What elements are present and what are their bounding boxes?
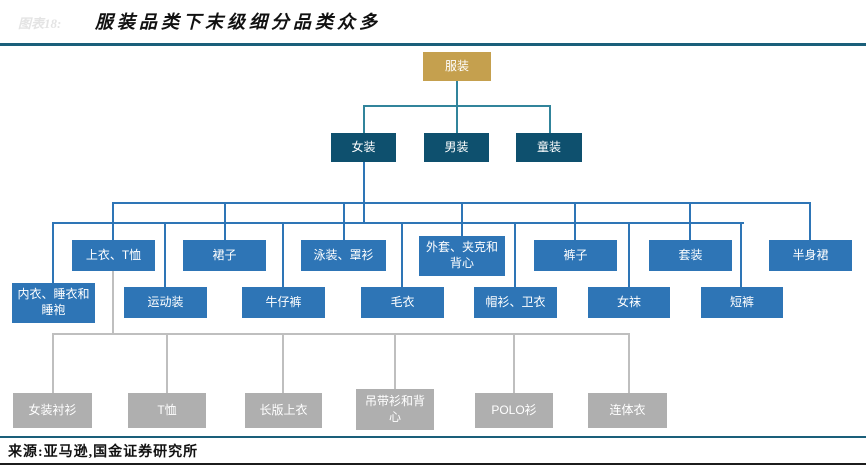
connector-drop-womens: [363, 105, 365, 133]
connector-drop-womens-shirts: [52, 333, 54, 393]
node-womens-socks: 女袜: [588, 287, 670, 318]
chart-title: 服装品类下末级细分品类众多: [95, 12, 381, 32]
node-jumpsuits: 连体衣: [588, 393, 667, 428]
node-clothing-root: 服装: [423, 52, 491, 81]
node-camisoles-tanks: 吊带衫和背心: [356, 389, 434, 430]
footer-divider: [0, 436, 866, 438]
node-hoodies-sweatshirts: 帽衫、卫衣: [474, 287, 557, 318]
connector-tops-stem: [112, 271, 114, 333]
connector-drop-coats: [461, 202, 463, 236]
connector-drop-sweaters: [401, 222, 403, 287]
connector-drop-mens: [456, 105, 458, 133]
node-womens-shirts: 女装衬衫: [13, 393, 92, 428]
node-jeans: 牛仔裤: [242, 287, 325, 318]
connector-drop-polo: [513, 333, 515, 393]
node-sportswear: 运动装: [124, 287, 207, 318]
node-suits: 套装: [649, 240, 732, 271]
connector-drop-tops: [112, 202, 114, 240]
node-skirts: 裙子: [183, 240, 266, 271]
connector-drop-sportswear: [164, 222, 166, 287]
node-pants: 裤子: [534, 240, 617, 271]
node-swimwear-coverups: 泳装、罩衫: [301, 240, 386, 271]
connector-drop-camisoles: [394, 333, 396, 389]
figure-number-label: 图表18:: [18, 16, 62, 31]
source-note: 来源:亚马逊,国金证券研究所: [8, 445, 199, 460]
node-tops-tshirts: 上衣、T恤: [72, 240, 155, 271]
connector-drop-pants: [574, 202, 576, 240]
top-divider: [0, 43, 866, 46]
connector-level4-bus: [52, 333, 630, 335]
connector-drop-jeans: [282, 222, 284, 287]
connector-drop-tshirt: [166, 333, 168, 393]
node-underwear-sleepwear: 内衣、睡衣和睡袍: [12, 283, 95, 323]
node-kids: 童装: [516, 133, 582, 162]
node-mens: 男装: [424, 133, 489, 162]
connector-womens-stem: [363, 162, 365, 224]
bottom-divider: [0, 463, 866, 465]
node-long-tops: 长版上衣: [245, 393, 322, 428]
connector-drop-skirts: [224, 202, 226, 240]
connector-drop-jumpsuits: [628, 333, 630, 393]
node-womens: 女装: [331, 133, 396, 162]
connector-drop-suits: [689, 202, 691, 240]
connector-drop-hoodies: [514, 222, 516, 287]
connector-drop-kids: [549, 105, 551, 133]
connector-root-stem: [456, 81, 458, 105]
connector-drop-halfskirt: [809, 202, 811, 240]
node-half-skirt: 半身裙: [769, 240, 852, 271]
connector-row2-bus: [52, 222, 744, 224]
node-coats-jackets-vests: 外套、夹克和背心: [419, 236, 505, 276]
node-polo-shirts: POLO衫: [475, 393, 553, 428]
node-sweaters: 毛衣: [361, 287, 444, 318]
connector-drop-underwear: [52, 222, 54, 283]
node-shorts: 短裤: [701, 287, 783, 318]
node-tshirt: T恤: [128, 393, 206, 428]
connector-drop-swimwear: [343, 202, 345, 240]
connector-drop-socks: [628, 222, 630, 287]
connector-drop-long-tops: [282, 333, 284, 393]
connector-drop-shorts: [740, 222, 742, 287]
